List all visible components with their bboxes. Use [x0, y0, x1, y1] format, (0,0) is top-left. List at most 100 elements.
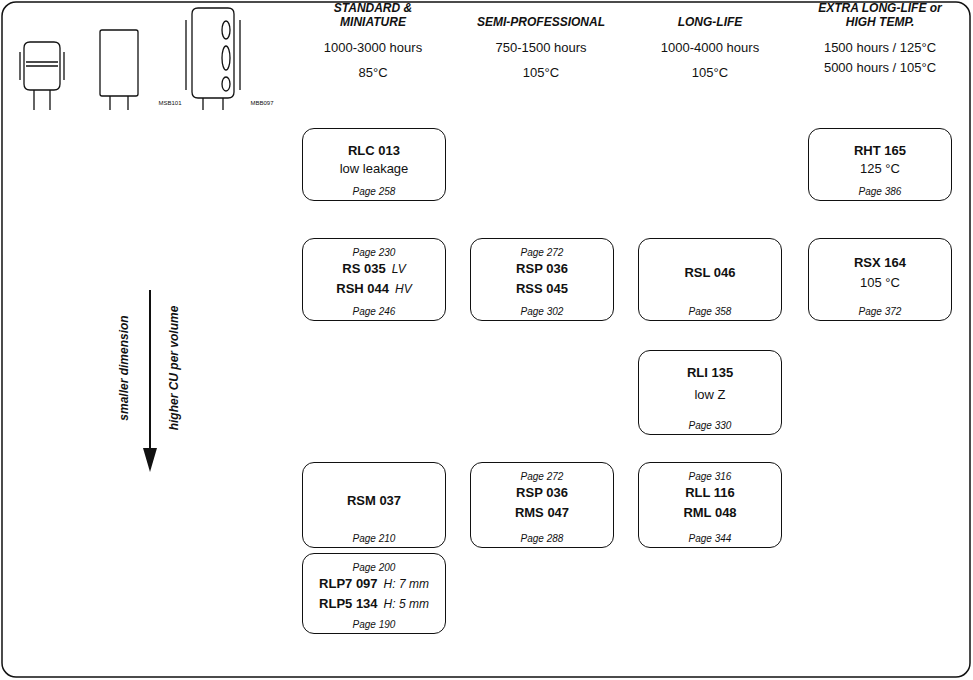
series-box: RSL 046Page 358: [638, 238, 782, 321]
page-ref: Page 272: [521, 247, 564, 258]
text-row: 105 °C: [809, 273, 951, 291]
series-note: low leakage: [340, 161, 409, 176]
text-row: Page 246: [303, 301, 445, 319]
page-ref: Page 316: [689, 471, 732, 482]
text-row: Page 386: [809, 181, 951, 199]
series-code: RSP 036: [516, 261, 568, 276]
temperature: 85°C: [298, 65, 448, 80]
series-code: RSP 036: [516, 485, 568, 500]
series-code: RLC 013: [348, 143, 400, 158]
text-row: RLC 013: [303, 141, 445, 159]
page-ref: Page 330: [689, 420, 732, 431]
text-row: Page 288: [471, 528, 613, 546]
temperature: 105°C: [466, 65, 616, 80]
series-box: RSX 164 105 °C Page 372: [808, 238, 952, 321]
series-box: Page 272RSP 036RMS 047Page 288: [470, 462, 614, 548]
page-ref: Page 358: [689, 306, 732, 317]
page-ref: Page 372: [859, 306, 902, 317]
series-note: low Z: [694, 387, 725, 402]
text-row: RSP 036: [471, 259, 613, 277]
text-row: RSL 046: [639, 263, 781, 281]
series-note: H: 5 mm: [384, 597, 429, 611]
series-code: RSH 044: [336, 281, 389, 296]
text-row: RSP 036: [471, 483, 613, 501]
page-ref: Page 258: [353, 186, 396, 197]
series-note: 125 °C: [860, 161, 900, 176]
axis-label: higher CU per volume: [167, 306, 181, 431]
series-code: RML 048: [683, 505, 736, 520]
text-row: RS 035LV: [303, 259, 445, 277]
figure-code: MSB101: [150, 100, 190, 107]
lifetime: 5000 hours / 105°C: [803, 60, 958, 75]
series-code: RSM 037: [347, 493, 401, 508]
text-row: Page 344: [639, 528, 781, 546]
series-note: H: 7 mm: [384, 577, 429, 591]
series-code: RHT 165: [854, 143, 906, 158]
page-ref: Page 344: [689, 533, 732, 544]
series-box: Page 272RSP 036RSS 045Page 302: [470, 238, 614, 321]
page-ref: Page 288: [521, 533, 564, 544]
text-row: Page 210: [303, 528, 445, 546]
page-ref: Page 272: [521, 471, 564, 482]
page-ref: Page 200: [353, 562, 396, 573]
series-box: RSM 037Page 210: [302, 462, 446, 548]
series-code: RSX 164: [854, 255, 906, 270]
series-box: Page 230RS 035LV RSH 044 HV Page 246: [302, 238, 446, 321]
series-note: 105 °C: [860, 275, 900, 290]
series-note: LV: [392, 262, 406, 276]
text-row: RLL 116: [639, 483, 781, 501]
axis-label: smaller dimension: [117, 315, 131, 420]
series-box: Page 200RLP7 097 H: 7 mm RLP5 134 H: 5 mm Pa…: [302, 553, 446, 634]
series-code: RLP7 097: [319, 576, 378, 591]
series-box: Page 316RLL 116RML 048Page 344: [638, 462, 782, 548]
text-row: Page 316: [639, 466, 781, 484]
text-row: Page 230: [303, 242, 445, 260]
text-row: Page 372: [809, 301, 951, 319]
text-row: Page 272: [471, 466, 613, 484]
page-ref: Page 302: [521, 306, 564, 317]
text-row: low Z: [639, 385, 781, 403]
text-row: RMS 047: [471, 503, 613, 521]
page-ref: Page 386: [859, 186, 902, 197]
column-heading: SEMI-PROFESSIONAL: [461, 15, 621, 29]
text-row: Page 272: [471, 242, 613, 260]
text-row: RLP5 134 H: 5 mm: [303, 594, 445, 612]
page-ref: Page 210: [353, 533, 396, 544]
lifetime: 1500 hours / 125°C: [803, 40, 958, 55]
column-heading: EXTRA LONG-LIFE or HIGH TEMP.: [815, 1, 945, 29]
text-row: Page 200: [303, 557, 445, 575]
text-row: Page 190: [303, 614, 445, 632]
page-ref: Page 190: [353, 619, 396, 630]
column-heading: STANDARD & MINIATURE: [318, 1, 428, 29]
series-note: HV: [395, 282, 412, 296]
text-row: low leakage: [303, 159, 445, 177]
text-row: RML 048: [639, 503, 781, 521]
text-row: RHT 165: [809, 141, 951, 159]
text-row: Page 258: [303, 181, 445, 199]
text-row: RSS 045: [471, 279, 613, 297]
series-code: RLI 135: [687, 365, 733, 380]
text-row: 125 °C: [809, 159, 951, 177]
lifetime: 1000-4000 hours: [635, 40, 785, 55]
series-box: RLI 135 low Z Page 330: [638, 350, 782, 435]
text-row: RLI 135: [639, 363, 781, 381]
text-row: RSH 044 HV: [303, 279, 445, 297]
series-box: RHT 165 125 °C Page 386: [808, 128, 952, 201]
series-code: RLL 116: [685, 485, 735, 500]
text-row: RSX 164: [809, 253, 951, 271]
text-row: RLP7 097 H: 7 mm: [303, 574, 445, 592]
figure-code: MBB097: [242, 100, 282, 107]
page-ref: Page 246: [353, 306, 396, 317]
text-row: RSM 037: [303, 491, 445, 509]
lifetime: 1000-3000 hours: [298, 40, 448, 55]
series-box: RLC 013 low leakagePage 258: [302, 128, 446, 201]
text-row: Page 330: [639, 415, 781, 433]
series-code: RLP5 134: [319, 596, 378, 611]
series-code: RSS 045: [516, 281, 568, 296]
page-ref: Page 230: [353, 247, 396, 258]
text-row: Page 302: [471, 301, 613, 319]
lifetime: 750-1500 hours: [466, 40, 616, 55]
text-row: Page 358: [639, 301, 781, 319]
column-heading: LONG-LIFE: [635, 15, 785, 29]
